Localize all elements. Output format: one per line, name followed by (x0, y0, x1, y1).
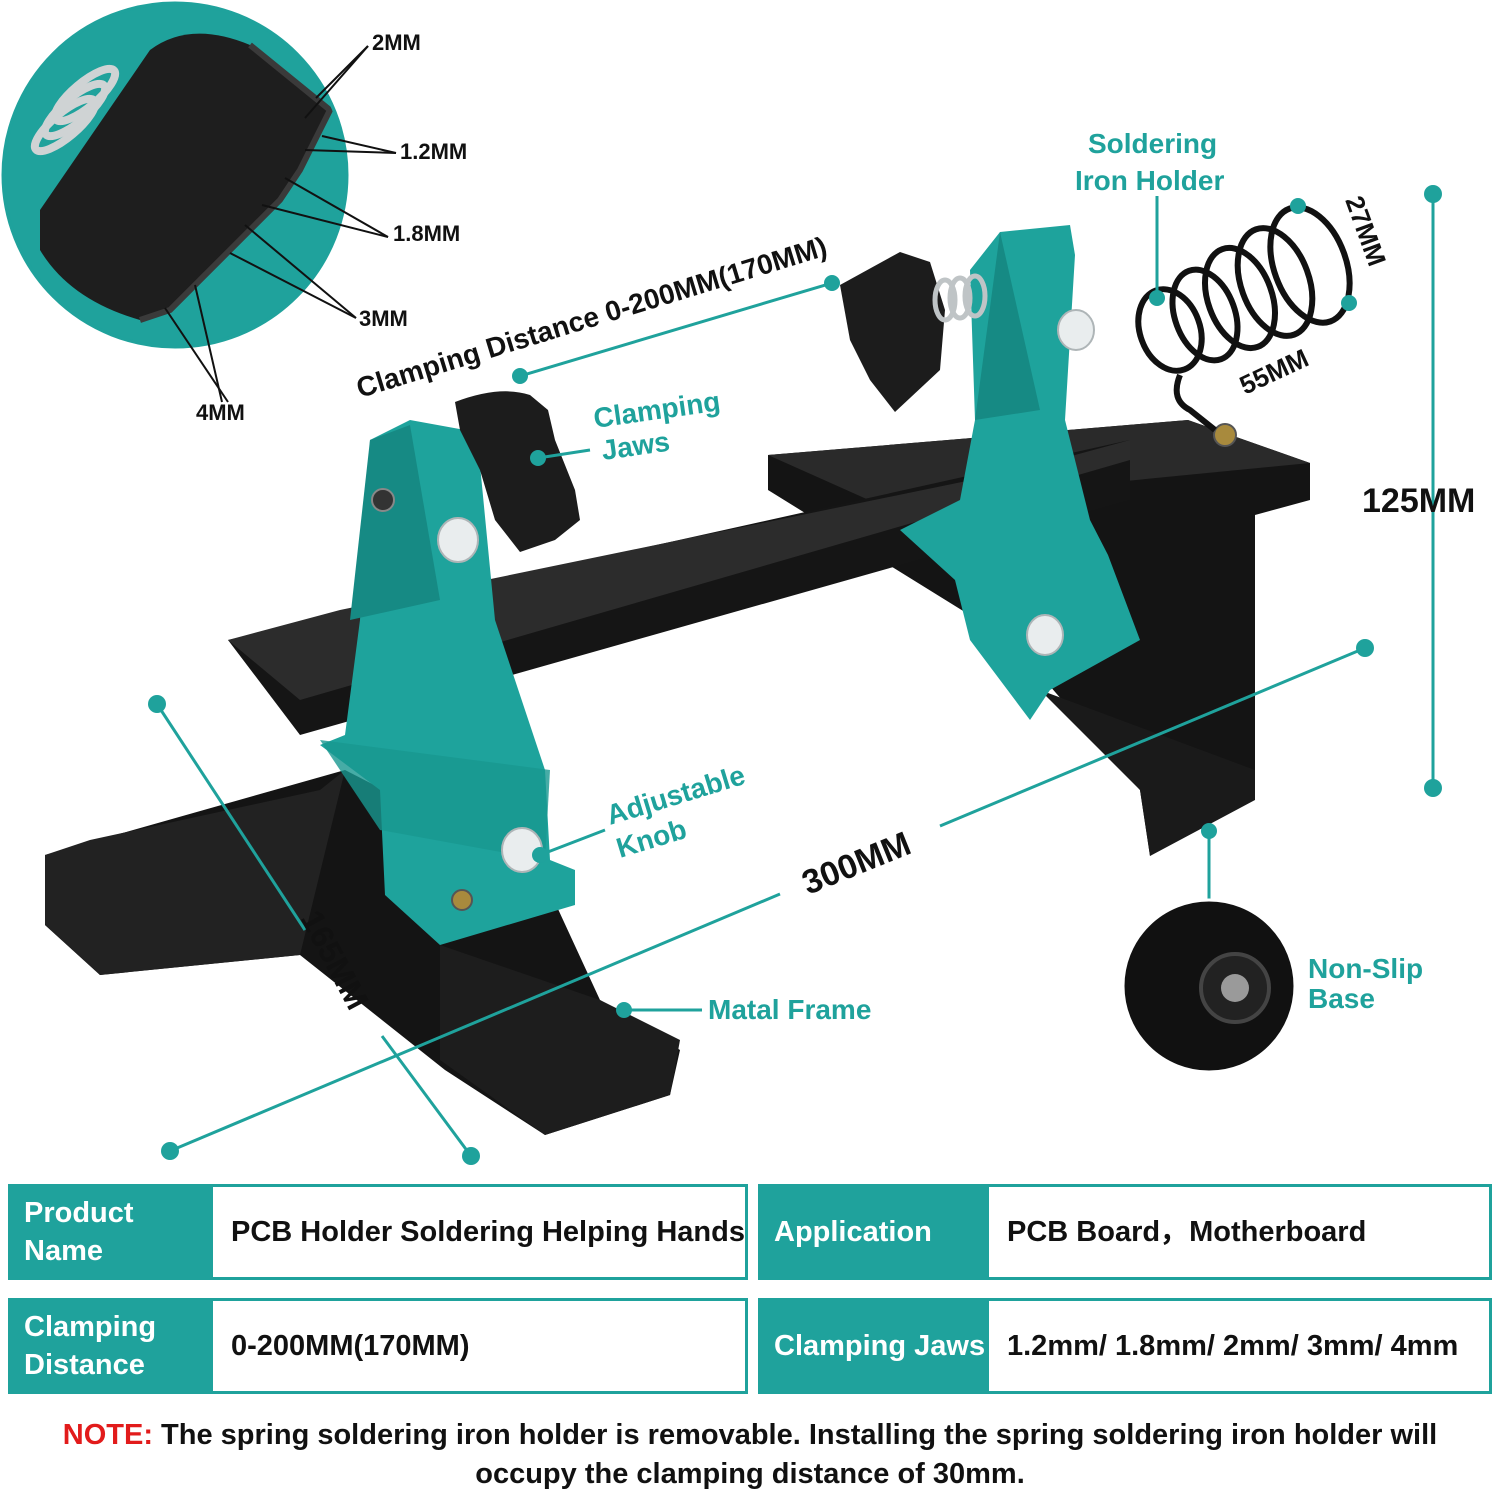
jaw-size-4mm: 4MM (196, 400, 245, 425)
non-slip-label-1: Non-Slip (1308, 953, 1423, 984)
note-prefix: NOTE: (62, 1419, 153, 1451)
metal-frame-label: Matal Frame (708, 994, 871, 1025)
right-clamp-jaw (840, 252, 945, 412)
spec-row: Clamping Distance 0-200MM(170MM) Clampin… (8, 1298, 1492, 1394)
soldering-holder-label-2: Iron Holder (1075, 165, 1224, 196)
application-value: PCB Board，Motherboard (986, 1184, 1492, 1280)
clamping-distance-value: 0-200MM(170MM) (210, 1298, 748, 1394)
non-slip-base-inset (1121, 898, 1297, 1074)
adjustment-knob-icon (437, 309, 1095, 873)
pcb-holder (45, 204, 1353, 1135)
left-clamp-jaw (455, 391, 580, 552)
dim-300mm-label: 300MM (797, 825, 916, 903)
jaw-size-1-8mm: 1.8MM (393, 221, 460, 246)
product-name-label: Product Name (8, 1184, 210, 1280)
right-bracket (900, 225, 1140, 720)
rubber-jaw (40, 33, 330, 321)
jaw-size-1-2mm: 1.2MM (400, 139, 467, 164)
jaw-size-2mm: 2MM (372, 30, 421, 55)
spec-row: Product Name PCB Holder Soldering Helpin… (8, 1184, 1492, 1280)
clamping-jaws-label: Clamping Jaws (758, 1298, 986, 1394)
soldering-holder-label-1: Soldering (1088, 128, 1217, 159)
application-label: Application (758, 1184, 986, 1280)
dim-55mm-label: 55MM (1235, 343, 1313, 401)
non-slip-label-2: Base (1308, 983, 1375, 1014)
jaw-detail-inset: 2MM 1.2MM 1.8MM 3MM 4MM (1, 1, 467, 425)
clamping-jaws-value: 1.2mm/ 1.8mm/ 2mm/ 3mm/ 4mm (986, 1298, 1492, 1394)
note-body: The spring soldering iron holder is remo… (153, 1419, 1438, 1490)
dimension-annotations (148, 185, 1442, 1165)
dim-125mm-label: 125MM (1362, 482, 1475, 520)
clamping-distance-label: Clamping Distance 0-200MM(170MM) (353, 231, 831, 404)
jaw-size-3mm: 3MM (359, 306, 408, 331)
product-name-value: PCB Holder Soldering Helping Hands (210, 1184, 748, 1280)
spring-icon (30, 64, 120, 156)
clamping-distance-label: Clamping Distance (8, 1298, 210, 1394)
note-text: NOTE: The spring soldering iron holder i… (10, 1416, 1490, 1494)
